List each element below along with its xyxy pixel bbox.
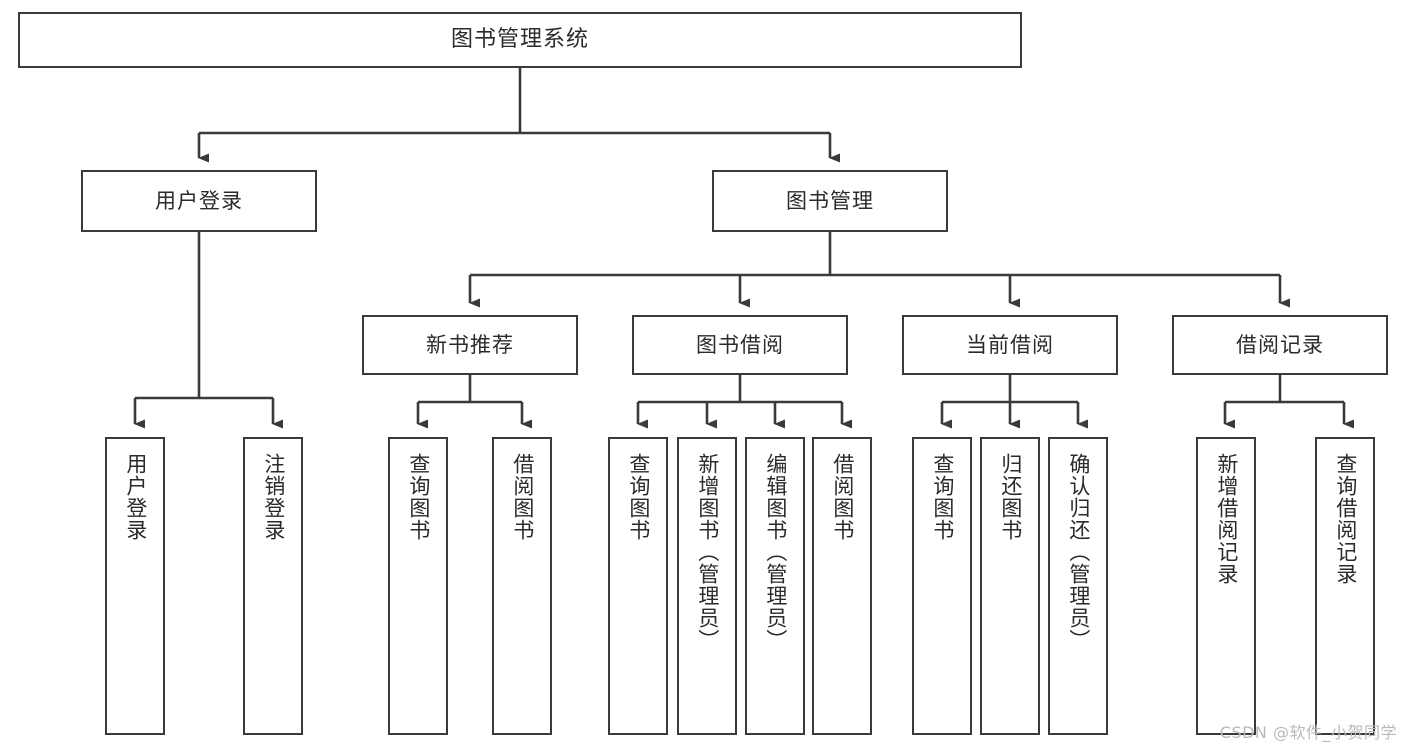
node-label: 确认归还（管理员） [1066,453,1091,651]
leaf-query-book-current[interactable]: 查询图书 [912,437,972,735]
leaf-query-book-borrow[interactable]: 查询图书 [608,437,668,735]
node-label: 查询图书 [406,453,431,541]
node-label: 查询图书 [930,453,955,541]
node-label: 借阅图书 [830,453,855,541]
leaf-query-book-recommend[interactable]: 查询图书 [388,437,448,735]
leaf-borrow-book-recommend[interactable]: 借阅图书 [492,437,552,735]
leaf-add-book-admin[interactable]: 新增图书（管理员） [677,437,737,735]
leaf-add-borrow-record[interactable]: 新增借阅记录 [1196,437,1256,735]
node-label: 新增借阅记录 [1214,453,1239,585]
node-label: 查询借阅记录 [1333,453,1358,585]
leaf-return-book[interactable]: 归还图书 [980,437,1040,735]
leaf-user-login[interactable]: 用户登录 [105,437,165,735]
node-label: 新增图书（管理员） [695,453,720,651]
node-label: 用户登录 [123,453,148,541]
leaf-query-borrow-record[interactable]: 查询借阅记录 [1315,437,1375,735]
watermark-text: CSDN @软件_小贺同学 [1219,723,1397,742]
leaf-user-logout[interactable]: 注销登录 [243,437,303,735]
node-label: 图书管理系统 [450,27,589,52]
node-user-login[interactable]: 用户登录 [81,170,317,232]
node-label: 借阅图书 [510,453,535,541]
node-label: 图书管理 [786,188,874,213]
node-label: 当前借阅 [966,332,1054,357]
leaf-confirm-return-admin[interactable]: 确认归还（管理员） [1048,437,1108,735]
node-label: 归还图书 [998,453,1023,541]
node-label: 用户登录 [155,188,243,213]
node-book-management[interactable]: 图书管理 [712,170,948,232]
node-label: 编辑图书（管理员） [763,453,788,651]
node-current-borrow[interactable]: 当前借阅 [902,315,1118,375]
node-borrow-record[interactable]: 借阅记录 [1172,315,1388,375]
node-new-book-recommend[interactable]: 新书推荐 [362,315,578,375]
leaf-edit-book-admin[interactable]: 编辑图书（管理员） [745,437,805,735]
node-book-borrow[interactable]: 图书借阅 [632,315,848,375]
node-label: 新书推荐 [426,332,514,357]
leaf-borrow-book[interactable]: 借阅图书 [812,437,872,735]
node-label: 借阅记录 [1236,332,1324,357]
node-label: 图书借阅 [696,332,784,357]
node-root-system[interactable]: 图书管理系统 [18,12,1022,68]
node-label: 查询图书 [626,453,651,541]
node-label: 注销登录 [261,453,286,541]
